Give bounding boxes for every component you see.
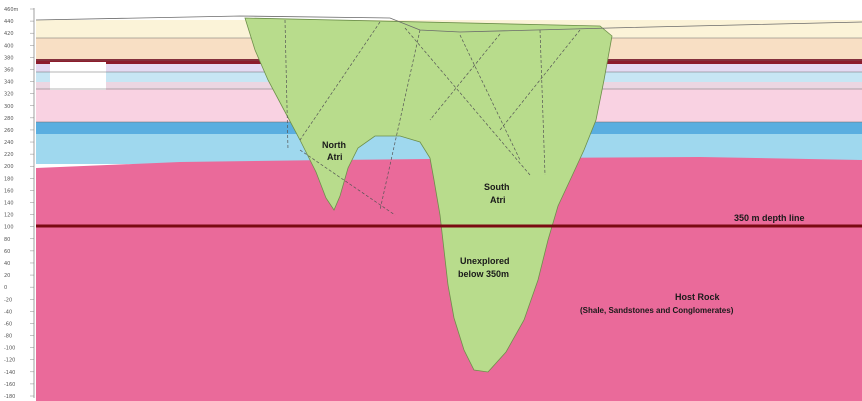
y-axis-tick-label: 40: [4, 261, 10, 267]
y-axis-tick-label: 200: [4, 164, 14, 170]
white-block: [50, 62, 106, 90]
y-axis-tick-label: 220: [4, 152, 14, 158]
y-axis-tick-label: 460m: [4, 7, 19, 13]
y-axis-tick-label: 160: [4, 188, 14, 194]
unexplored-label-line2: below 350m: [458, 269, 509, 279]
south-atri-label-line2: Atri: [490, 195, 506, 205]
y-axis-tick-label: 300: [4, 104, 14, 110]
y-axis-tick-label: 340: [4, 80, 14, 86]
y-axis-tick-label: 440: [4, 19, 14, 25]
y-axis-tick-label: 180: [4, 176, 14, 182]
y-axis-tick-label: 400: [4, 43, 14, 49]
y-axis-tick-label: 380: [4, 55, 14, 61]
depth-line-label: 350 m depth line: [734, 213, 805, 223]
y-axis-tick-label: 240: [4, 140, 14, 146]
y-axis-tick-label: 60: [4, 249, 10, 255]
north-atri-label-line1: North: [322, 140, 346, 150]
y-axis-tick-label: 420: [4, 31, 14, 37]
y-axis-tick-label: 360: [4, 67, 14, 73]
y-axis-tick-label: -140: [4, 370, 15, 376]
y-axis-tick-label: 100: [4, 225, 14, 231]
y-axis-tick-label: 320: [4, 92, 14, 98]
north-atri-label-line2: Atri: [327, 152, 343, 162]
y-axis-tick-label: -20: [4, 297, 12, 303]
y-axis-tick-label: 120: [4, 213, 14, 219]
host-rock-label-line2: (Shale, Sandstones and Conglomerates): [580, 306, 734, 315]
host-rock-label-line1: Host Rock: [675, 292, 721, 302]
y-axis-tick-label: -40: [4, 309, 12, 315]
y-axis-tick-label: 280: [4, 116, 14, 122]
unexplored-label-line1: Unexplored: [460, 256, 510, 266]
y-axis-tick-label: 0: [4, 285, 7, 291]
south-atri-label-line1: South: [484, 182, 510, 192]
y-axis-tick-label: -180: [4, 394, 15, 400]
y-axis-tick-label: -100: [4, 346, 15, 352]
y-axis-tick-label: 20: [4, 273, 10, 279]
y-axis-tick-label: -60: [4, 321, 12, 327]
y-axis-tick-label: 260: [4, 128, 14, 134]
y-axis-tick-label: -160: [4, 382, 15, 388]
y-axis-tick-label: 80: [4, 237, 10, 243]
y-axis-tick-label: -80: [4, 334, 12, 340]
y-axis-tick-label: 140: [4, 201, 14, 207]
y-axis-tick-label: -120: [4, 358, 15, 364]
